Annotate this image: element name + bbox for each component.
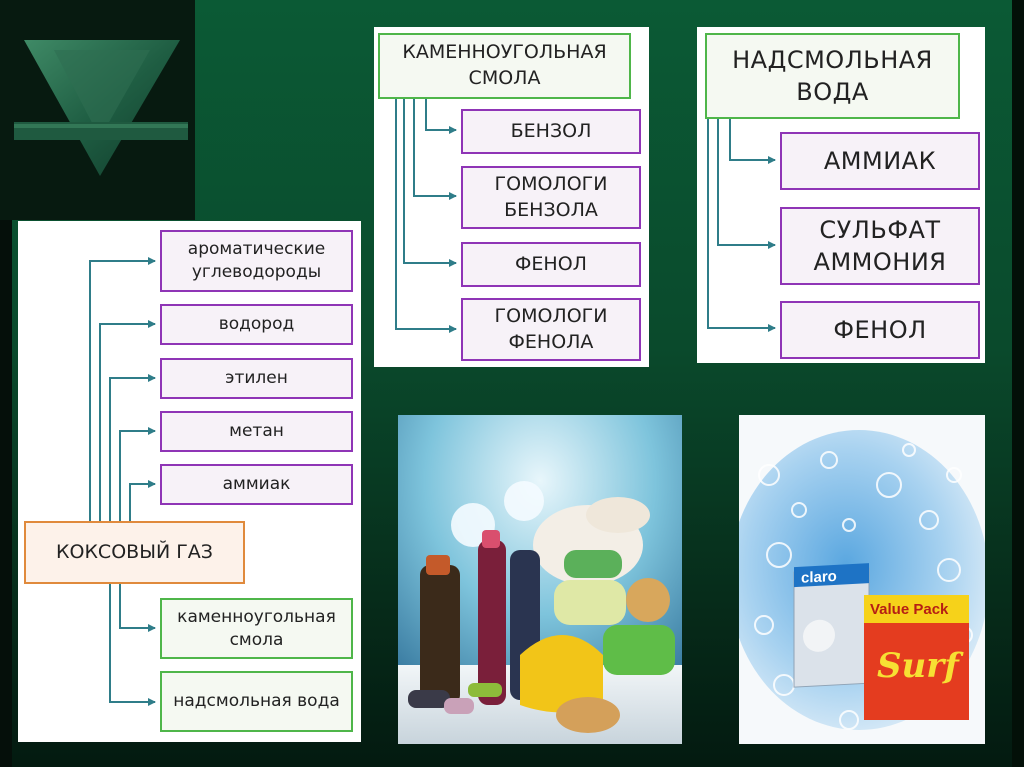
item-methane: метан: [160, 411, 353, 452]
right-edge-shadow: [1012, 0, 1024, 767]
item-phenol-water: ФЕНОЛ: [780, 301, 980, 359]
item-ammonia: АММИАК: [780, 132, 980, 190]
item-phenol-homologs: ГОМОЛОГИ ФЕНОЛА: [461, 298, 641, 361]
claro-label: claro: [801, 568, 837, 587]
item-ammonia-gas: аммиак: [160, 464, 353, 505]
detergent-packages-photo: claro Value Pack Surf: [739, 415, 985, 744]
item-coal-tar: каменноугольная смола: [160, 598, 353, 659]
item-ammonium-sulfate: СУЛЬФАТ АММОНИЯ: [780, 207, 980, 285]
coal-tar-title: КАМЕННОУГОЛЬНАЯ СМОЛА: [378, 33, 631, 99]
item-aromatic-hydrocarbons: ароматические углеводороды: [160, 230, 353, 292]
item-ethylene: этилен: [160, 358, 353, 399]
item-benzene-homologs: ГОМОЛОГИ БЕНЗОЛА: [461, 166, 641, 229]
item-hydrogen: водород: [160, 304, 353, 345]
item-benzene: БЕНЗОЛ: [461, 109, 641, 154]
value-pack-label: Value Pack: [870, 601, 949, 618]
tar-water-title: НАДСМОЛЬНАЯ ВОДА: [705, 33, 960, 119]
coke-gas-source: КОКСОВЫЙ ГАЗ: [24, 521, 245, 584]
emerald-triangle-icon: [14, 40, 188, 176]
item-tar-water: надсмольная вода: [160, 671, 353, 732]
surf-label: Surf: [877, 646, 964, 686]
household-chemicals-photo: [398, 415, 682, 744]
item-phenol: ФЕНОЛ: [461, 242, 641, 287]
